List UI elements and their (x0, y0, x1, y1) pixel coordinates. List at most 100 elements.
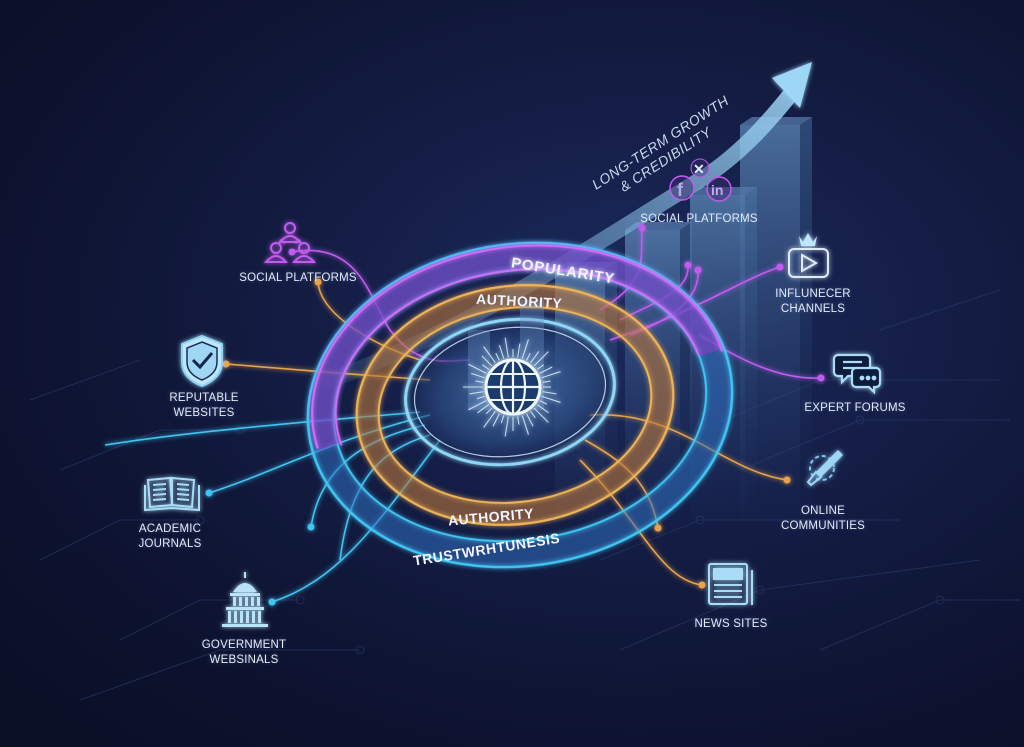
circuit-trace (29, 359, 141, 401)
circuit-trace (879, 289, 1001, 331)
globe-ray (533, 407, 549, 423)
globe-ray (477, 404, 490, 414)
circuit-trace (819, 599, 1020, 651)
connector-endpoint (268, 598, 276, 606)
globe-ray (504, 416, 509, 437)
connector-endpoint (783, 476, 791, 484)
circuit-trace (39, 519, 200, 561)
circuit-node (935, 595, 945, 605)
label-line: COMMUNITIES (781, 520, 865, 532)
open-book-icon (144, 476, 200, 512)
connector-endpoint (654, 524, 662, 532)
globe-ray (539, 400, 548, 405)
connector-endpoint (205, 489, 213, 497)
globe-ray (536, 364, 545, 370)
online-communities-label: ONLINE COMMUNITIES (781, 504, 865, 534)
globe-ray (504, 337, 509, 358)
circuit-trace (59, 429, 240, 471)
globe-ray (542, 391, 557, 395)
circuit-node (195, 515, 205, 525)
newspaper-icon (708, 563, 753, 605)
circuit-node (755, 585, 765, 595)
label-line: SOCIAL PLATFORMS (640, 213, 758, 225)
connector-endpoint (694, 266, 702, 274)
globe-ray (492, 413, 500, 427)
popularity-ring (311, 244, 724, 451)
globe-ray (485, 407, 493, 415)
globe-ray (541, 371, 561, 379)
globe-ray (498, 344, 505, 359)
globe-ray (530, 410, 536, 419)
label-line: CHANNELS (780, 303, 846, 315)
linkedin-logo-icon: in (711, 182, 723, 198)
label-line: WEBSITES (173, 407, 235, 419)
pen-nib-gear-icon (806, 450, 843, 487)
label-line: REPUTABLE (169, 392, 239, 404)
label-line: ONLINE (800, 505, 846, 517)
globe-ray (483, 346, 496, 364)
facebook-logo-icon: f (677, 180, 684, 200)
connector-endpoint (776, 263, 784, 271)
connector-line (104, 411, 421, 446)
social-platforms-top-label: SOCIAL PLATFORMS (640, 212, 758, 227)
globe-ray (468, 400, 487, 411)
capitol-building-icon (222, 572, 268, 627)
connector-line (271, 439, 441, 603)
connector-endpoint (698, 581, 706, 589)
growth-bar-side (800, 117, 812, 520)
globe-ray (469, 391, 484, 395)
authority-top-label: AUTHORITY (476, 291, 563, 311)
reputable-websites-label: REPUTABLE WEBSITES (169, 391, 238, 421)
government-websites-label: GOVERNMENT WEBSINALS (202, 638, 286, 668)
globe-ray (539, 366, 553, 374)
globe-ray (500, 415, 505, 424)
globe-ray (526, 413, 534, 427)
connector-endpoint (684, 261, 692, 269)
globe-ray (495, 352, 500, 361)
globe-ray (517, 416, 520, 425)
circuit-trace (119, 599, 300, 641)
globe-icon (463, 337, 561, 437)
globe-ray (521, 415, 529, 435)
globe-ray (476, 395, 485, 400)
globe-ray (483, 410, 496, 428)
shield-check-icon (181, 334, 223, 388)
circuit-trace (79, 649, 360, 701)
connector-endpoint (222, 360, 230, 368)
expert-forums-label: EXPERT FORUMS (804, 401, 905, 416)
circuit-trace (619, 559, 981, 651)
circuit-node (295, 595, 305, 605)
circuit-node (855, 415, 865, 425)
label-line: INFLUNECER (775, 288, 851, 300)
globe-ray (533, 351, 549, 367)
circuit-node (355, 645, 365, 655)
globe-ray (481, 355, 493, 367)
label-line: EXPERT FORUMS (804, 402, 906, 414)
globe-ray (468, 363, 487, 374)
connector-line (208, 414, 431, 494)
globe-ray (536, 404, 549, 414)
influencer-channels-label: INFLUNECER CHANNELS (775, 287, 850, 317)
social-platforms-left-label: SOCIAL PLATFORMS (239, 271, 357, 286)
authority-ring (355, 283, 675, 527)
label-line: GOVERNMENT (201, 639, 287, 651)
connector-endpoint (817, 374, 825, 382)
x-logo-icon: ✕ (693, 161, 705, 177)
circuit-node (235, 425, 245, 435)
connector-endpoint (307, 523, 315, 531)
chat-bubbles-icon (832, 353, 882, 395)
label-line: NEWS SITES (694, 618, 768, 630)
growth-arrow (322, 62, 812, 388)
label-line: SOCIAL PLATFORMS (239, 272, 357, 284)
globe-ray (481, 364, 490, 370)
crown-play-icon (788, 233, 829, 278)
globe-ray (530, 351, 540, 364)
globe-ray (541, 395, 561, 403)
users-network-icon (263, 222, 317, 263)
globe-ray (521, 339, 529, 359)
connector-endpoint (638, 224, 646, 232)
academic-journals-label: ACADEMIC JOURNALS (139, 522, 202, 552)
globe-ray (542, 380, 551, 383)
globe-ray (470, 372, 485, 379)
